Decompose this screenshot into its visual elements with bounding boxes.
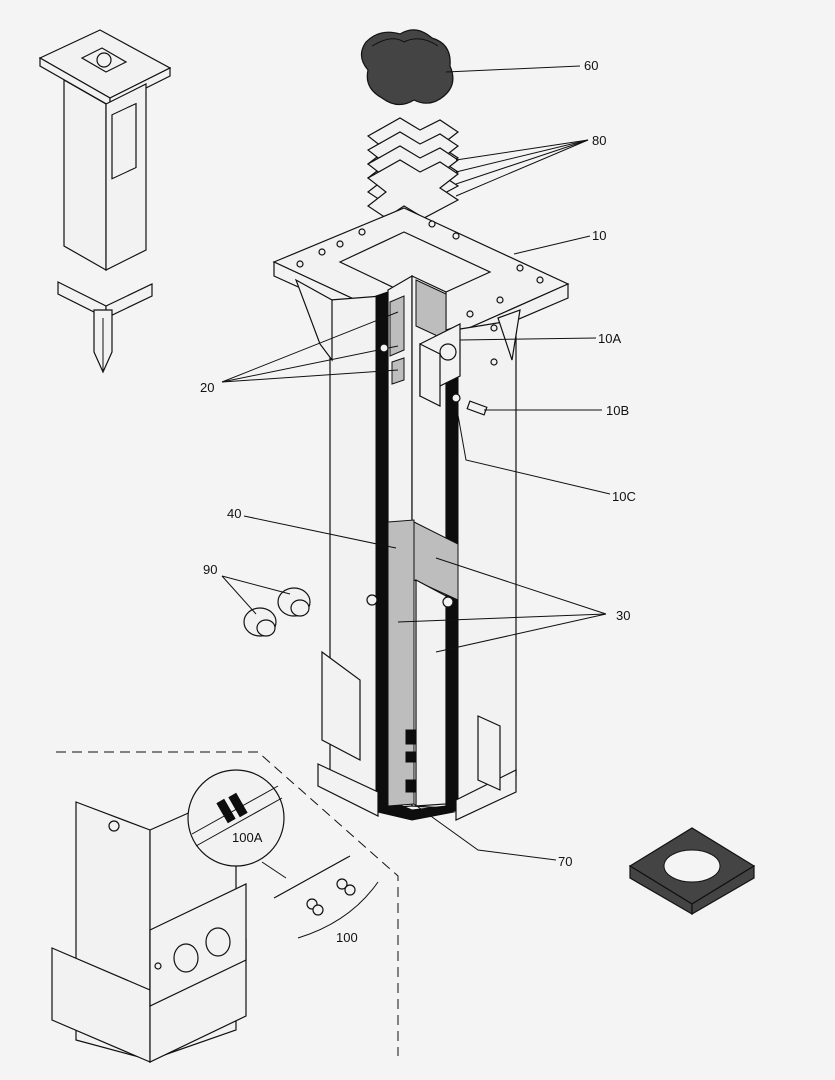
part-90-plugs: [243, 587, 311, 637]
part-10c-washer: [451, 393, 461, 403]
callout-10a: 10A: [598, 331, 621, 346]
overview-breaker-illustration: [38, 29, 172, 374]
callout-10b: 10B: [606, 403, 629, 418]
part-70-lower-insert: [405, 729, 417, 793]
part-10a-side-plate: [379, 323, 498, 407]
spare-square-wear-plate: [628, 827, 756, 916]
callout-20: 20: [200, 380, 214, 395]
part-30-lower-side-plates: [366, 521, 459, 807]
callout-60: 60: [584, 58, 598, 73]
callout-10c: 10C: [612, 489, 636, 504]
part-10b-screw: [466, 400, 488, 416]
callout-90: 90: [203, 562, 217, 577]
callout-30: 30: [616, 608, 630, 623]
part-40-lower-wear-plate: [387, 519, 415, 807]
callout-40: 40: [227, 506, 241, 521]
detail-view-lower-housing: [51, 751, 399, 1063]
part-80-shim-stack: [366, 117, 460, 219]
callout-70: 70: [558, 854, 572, 869]
callout-10: 10: [592, 228, 606, 243]
part-100-pin: [273, 855, 379, 939]
callout-100a: 100A: [232, 830, 263, 845]
callout-80: 80: [592, 133, 606, 148]
part-20-upper-wear-plates: [389, 279, 447, 385]
part-60-top-bumper: [360, 29, 454, 106]
part-10-housing: [272, 207, 570, 821]
callout-100: 100: [336, 930, 358, 945]
detail-100a-magnifier: [187, 769, 287, 879]
